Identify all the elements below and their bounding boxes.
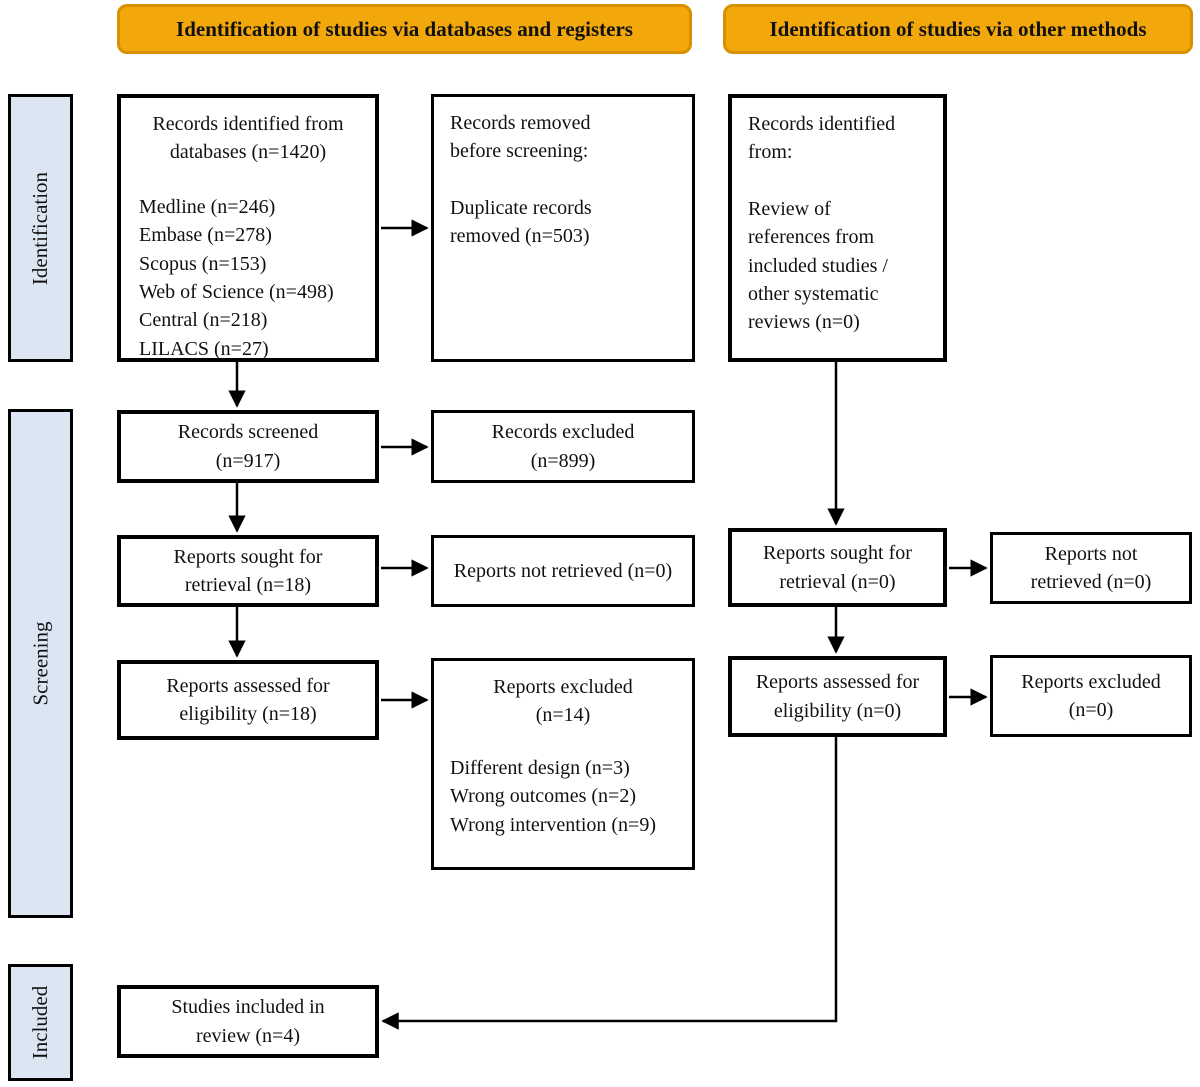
box-reports-assessed-databases: Reports assessed for eligibility (n=18): [117, 660, 379, 740]
studies-included-label: Studies included in review (n=4): [171, 996, 325, 1047]
reports-assessed-other-label: Reports assessed for eligibility (n=0): [755, 671, 920, 722]
records-removed-detail: Duplicate records removed (n=503): [450, 196, 592, 248]
exclusion-reason-item: Wrong outcomes (n=2): [450, 785, 636, 808]
box-reports-excluded-other: Reports excluded (n=0): [990, 655, 1192, 737]
records-removed-heading: Records removed before screening:: [450, 112, 591, 163]
database-source-item: Web of Science (n=498): [139, 280, 334, 303]
box-records-identified-databases: Records identified from databases (n=142…: [117, 94, 379, 362]
exclusion-reason-list: Different design (n=3) Wrong outcomes (n…: [434, 730, 692, 839]
box-records-excluded: Records excluded (n=899): [431, 410, 695, 483]
box-reports-sought-databases: Reports sought for retrieval (n=18): [117, 535, 379, 607]
records-excluded-label: Records excluded (n=899): [491, 421, 635, 472]
database-source-item: Scopus (n=153): [139, 252, 267, 275]
database-source-list: Medline (n=246) Embase (n=278) Scopus (n…: [121, 167, 375, 363]
records-identified-databases-title: Records identified from databases (n=142…: [152, 113, 344, 164]
box-records-screened: Records screened (n=917): [117, 410, 379, 483]
reports-excluded-databases-title: Reports excluded (n=14): [493, 676, 633, 727]
box-reports-not-retrieved-other: Reports not retrieved (n=0): [990, 532, 1192, 604]
box-records-identified-other: Records identified from: Review of refer…: [728, 94, 947, 362]
box-studies-included: Studies included in review (n=4): [117, 985, 379, 1058]
stage-screening: Screening: [8, 409, 73, 918]
exclusion-reason-item: Different design (n=3): [450, 756, 630, 779]
database-source-item: Embase (n=278): [139, 224, 272, 247]
box-reports-not-retrieved-databases: Reports not retrieved (n=0): [431, 535, 695, 607]
database-source-item: LILACS (n=27): [139, 337, 269, 360]
reports-sought-databases-label: Reports sought for retrieval (n=18): [173, 545, 323, 596]
exclusion-reason-item: Wrong intervention (n=9): [450, 813, 656, 836]
box-reports-assessed-other: Reports assessed for eligibility (n=0): [728, 656, 947, 737]
box-reports-sought-other: Reports sought for retrieval (n=0): [728, 528, 947, 607]
stage-included: Included: [8, 964, 73, 1081]
records-identified-other-heading: Records identified from:: [748, 113, 896, 164]
header-other-methods: Identification of studies via other meth…: [723, 4, 1193, 54]
header-other-methods-label: Identification of studies via other meth…: [769, 16, 1147, 41]
header-databases-registers: Identification of studies via databases …: [117, 4, 692, 54]
stage-identification: Identification: [8, 94, 73, 362]
database-source-item: Central (n=218): [139, 309, 268, 332]
stage-identification-label: Identification: [28, 171, 52, 285]
reports-not-retrieved-other-label: Reports not retrieved (n=0): [1030, 542, 1152, 593]
reports-assessed-databases-label: Reports assessed for eligibility (n=18): [166, 674, 330, 725]
header-databases-registers-label: Identification of studies via databases …: [176, 16, 633, 41]
reports-sought-other-label: Reports sought for retrieval (n=0): [763, 542, 912, 593]
records-screened-label: Records screened (n=917): [177, 421, 319, 472]
records-identified-other-detail: Review of references from included studi…: [748, 197, 888, 334]
database-source-item: Medline (n=246): [139, 195, 276, 218]
box-records-removed: Records removed before screening: Duplic…: [431, 94, 695, 362]
reports-not-retrieved-databases-label: Reports not retrieved (n=0): [453, 559, 673, 582]
box-reports-excluded-databases: Reports excluded (n=14) Different design…: [431, 658, 695, 870]
stage-screening-label: Screening: [28, 621, 53, 706]
stage-included-label: Included: [28, 985, 53, 1060]
reports-excluded-other-label: Reports excluded (n=0): [1021, 670, 1161, 721]
